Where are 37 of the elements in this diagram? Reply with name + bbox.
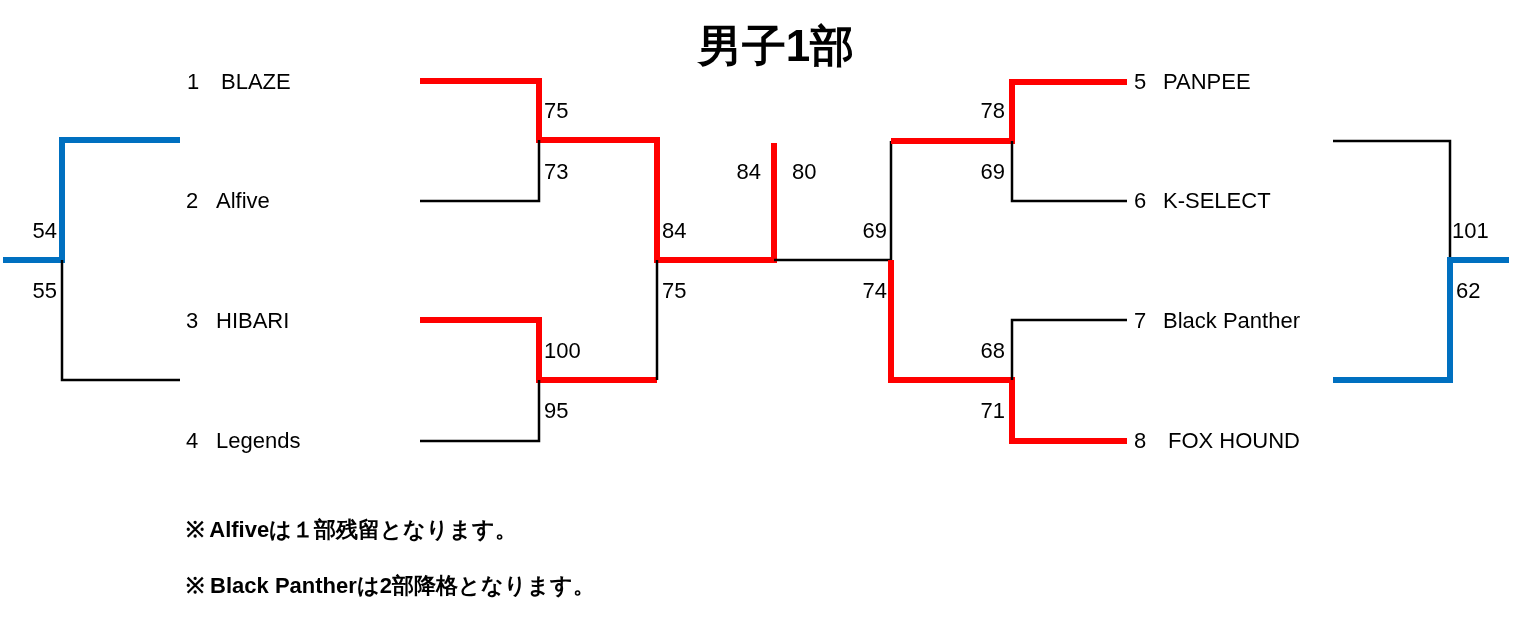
score: 54 <box>32 220 57 242</box>
score: 84 <box>662 220 687 242</box>
team-name: Black Panther <box>1163 310 1300 332</box>
seed-number: 1 <box>187 71 200 93</box>
seed-number: 5 <box>1134 71 1147 93</box>
seed-number: 8 <box>1134 430 1147 452</box>
score: 101 <box>1452 220 1489 242</box>
team-name: Alfive <box>216 190 270 212</box>
seed-number: 3 <box>186 310 199 332</box>
score: 100 <box>544 340 581 362</box>
seed-number: 6 <box>1134 190 1147 212</box>
score: 71 <box>980 400 1005 422</box>
score: 78 <box>980 100 1005 122</box>
score: 75 <box>662 280 687 302</box>
score: 68 <box>980 340 1005 362</box>
team-name: BLAZE <box>221 71 291 93</box>
score: 95 <box>544 400 569 422</box>
note: ※ Black Pantherは2部降格となります。 <box>186 575 596 597</box>
score: 62 <box>1456 280 1481 302</box>
team-name: K-SELECT <box>1163 190 1271 212</box>
team-name: Legends <box>216 430 301 452</box>
score: 69 <box>980 161 1005 183</box>
score: 80 <box>792 161 817 183</box>
score: 69 <box>862 220 887 242</box>
note: ※ Alfiveは１部残留となります。 <box>186 519 518 541</box>
seed-number: 2 <box>186 190 199 212</box>
seed-number: 4 <box>186 430 199 452</box>
score: 74 <box>862 280 887 302</box>
score: 55 <box>32 280 57 302</box>
score: 75 <box>544 100 569 122</box>
score: 73 <box>544 161 569 183</box>
team-name: FOX HOUND <box>1168 430 1300 452</box>
team-name: PANPEE <box>1163 71 1251 93</box>
score: 84 <box>736 161 761 183</box>
title: 男子1部 <box>697 24 855 68</box>
team-name: HIBARI <box>216 310 290 332</box>
seed-number: 7 <box>1134 310 1147 332</box>
